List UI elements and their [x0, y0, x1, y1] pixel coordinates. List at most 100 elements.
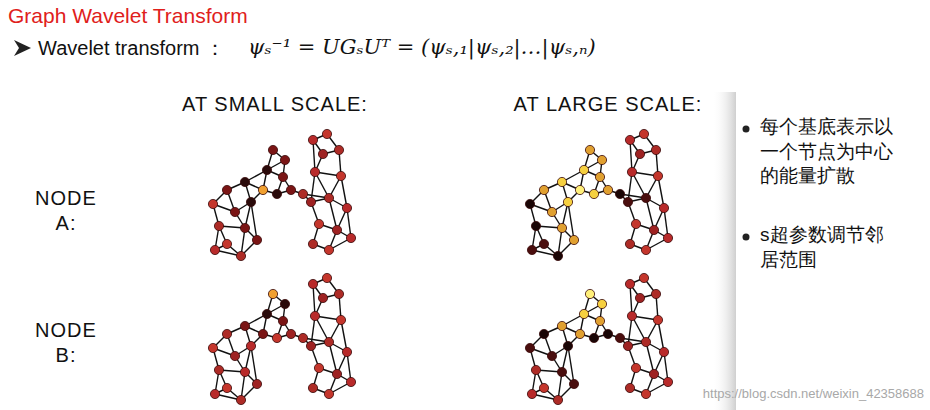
graph-node	[306, 341, 315, 350]
graph-node	[308, 239, 317, 248]
panel-shadow	[712, 92, 736, 410]
graph-node	[324, 245, 333, 254]
arrow-bullet	[14, 40, 31, 56]
graph-node	[258, 329, 267, 338]
graph-node	[627, 167, 636, 176]
graph-node	[603, 329, 612, 338]
graph-node	[314, 363, 323, 372]
graph-node	[240, 223, 249, 232]
graph-node	[663, 377, 672, 386]
graph-node	[653, 171, 662, 180]
graph-node	[625, 279, 634, 288]
graph-node	[531, 221, 540, 230]
graph-node	[589, 333, 598, 342]
graph-node	[627, 311, 636, 320]
graph-node	[639, 273, 648, 282]
graph-node	[597, 155, 606, 164]
graph-node	[278, 316, 287, 325]
graph-node	[252, 235, 261, 244]
graph-node	[641, 193, 650, 202]
graph-node	[557, 177, 566, 186]
graph-node	[346, 233, 355, 242]
graph-node	[539, 239, 548, 248]
graph-node	[525, 343, 534, 352]
graph-node	[597, 299, 606, 308]
graph-node	[246, 341, 255, 350]
graph-node	[334, 289, 343, 298]
graph-node	[310, 311, 319, 320]
graph-node	[553, 395, 562, 404]
graph-node	[653, 315, 662, 324]
graph-node	[222, 329, 231, 338]
bullet-heading: Wavelet transform ：	[38, 36, 225, 61]
graph-node	[222, 383, 231, 392]
graph-node	[569, 235, 578, 244]
column-heading: AT LARGE SCALE:	[483, 92, 733, 117]
graph-node	[625, 239, 634, 248]
graph-node	[527, 389, 536, 398]
graph-node	[322, 129, 331, 138]
graph-node	[595, 172, 604, 181]
graph-node	[310, 167, 319, 176]
graph-node	[575, 185, 584, 194]
graph-node	[631, 219, 640, 228]
graph-node	[623, 197, 632, 206]
graph-node	[298, 189, 307, 198]
graph-node	[222, 239, 231, 248]
graph-node	[569, 379, 578, 388]
graph-node	[322, 273, 331, 282]
graph-node	[306, 197, 315, 206]
graph-node	[334, 145, 343, 154]
graph-node	[210, 245, 219, 254]
graph-node	[214, 221, 223, 230]
graph-node	[579, 309, 588, 318]
graph-node	[663, 233, 672, 242]
graph-node	[625, 135, 634, 144]
graph-node	[298, 333, 307, 342]
graph-node	[639, 129, 648, 138]
slide-title: Graph Wavelet Transform	[8, 3, 248, 29]
graph-node	[342, 347, 351, 356]
graph-node	[336, 315, 345, 324]
graph-node	[222, 185, 231, 194]
graph-node	[641, 245, 650, 254]
graph-node	[631, 363, 640, 372]
graph-node	[585, 289, 594, 298]
graph-node	[595, 316, 604, 325]
graph-node	[324, 389, 333, 398]
graph-node	[280, 155, 289, 164]
graph-node	[286, 185, 295, 194]
graph-figure	[525, 273, 672, 404]
graph-node	[557, 321, 566, 330]
column-heading: AT SMALL SCALE:	[150, 92, 400, 117]
graph-node	[268, 289, 277, 298]
graph-node	[649, 225, 658, 234]
graph-node	[308, 279, 317, 288]
watermark: https://blog.csdn.net/weixin_42358688	[703, 386, 924, 402]
graph-figure	[208, 129, 355, 260]
graph-node	[623, 341, 632, 350]
graph-node	[236, 395, 245, 404]
graph-node	[210, 389, 219, 398]
bullet-panel	[736, 92, 930, 410]
graph-node	[324, 193, 333, 202]
graph-node	[314, 219, 323, 228]
graph-node	[547, 351, 556, 360]
graph-node	[336, 171, 345, 180]
graph-node	[240, 177, 249, 186]
bullet-dot	[743, 234, 750, 241]
graph-node	[324, 337, 333, 346]
bullet-dot	[743, 126, 750, 133]
graph-node	[575, 329, 584, 338]
graph-node	[230, 351, 239, 360]
graph-edge	[251, 346, 257, 384]
bullet-note: 每个基底表示以一个节点为中心的能量扩散	[760, 115, 902, 189]
graph-node	[230, 207, 239, 216]
graph-node	[579, 165, 588, 174]
row-heading: NODE A:	[30, 186, 102, 236]
graph-node	[641, 337, 650, 346]
graph-node	[208, 343, 217, 352]
graph-node	[625, 383, 634, 392]
graph-node	[649, 369, 658, 378]
